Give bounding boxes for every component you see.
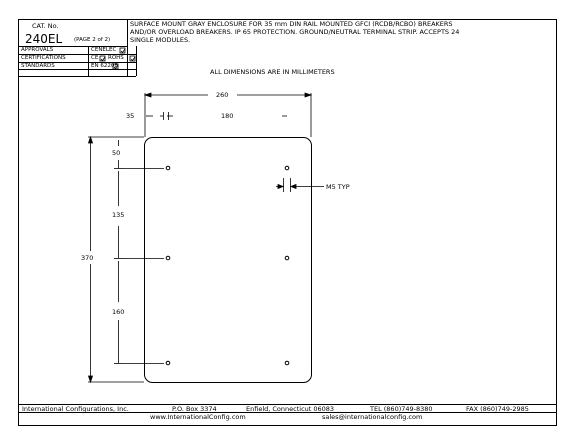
dim-width: 260	[216, 91, 229, 99]
cat-number: 240EL	[25, 32, 63, 46]
description-line-2: AND/OR OVERLOAD BREAKERS. IP 65 PROTECTI…	[130, 28, 460, 36]
description-line-1: SURFACE MOUNT GRAY ENCLOSURE FOR 35 mm D…	[130, 20, 453, 28]
sheet-border	[18, 19, 557, 426]
standards-value: EN 62208	[91, 63, 118, 69]
certifications-label: CERTIFICATIONS	[21, 55, 66, 61]
certifications-value: CE	[91, 55, 99, 61]
cat-label: CAT. No.	[32, 22, 59, 30]
dim-height: 370	[81, 254, 94, 262]
approvals-value: CENELEC	[91, 47, 117, 53]
footer-city: Enfield, Connecticut 06083	[246, 405, 335, 413]
mounting-holes	[165, 165, 290, 366]
dim-vertical-2: 160	[112, 308, 125, 316]
standards-label: STANDARDS	[21, 63, 55, 69]
page-note: (PAGE 2 of 2)	[74, 37, 111, 43]
certifications-value-2: ROHS	[108, 55, 124, 61]
dimensions-note: ALL DIMENSIONS ARE IN MILLIMETERS	[210, 68, 335, 76]
dim-vertical-1: 135	[112, 211, 125, 219]
dim-left-offset: 35	[126, 112, 135, 120]
footer-fax: FAX (860)749-2985	[466, 405, 529, 413]
footer-web: www.InternationalConfig.com	[150, 413, 246, 421]
screw-label: M5 TYP	[326, 183, 350, 191]
footer-po-box: P.O. Box 3374	[172, 405, 217, 413]
dim-top-offset: 50	[112, 149, 121, 157]
footer-company: International Configurations, Inc.	[22, 405, 129, 413]
enclosure-outline	[144, 137, 312, 383]
approvals-label: APPROVALS	[21, 47, 54, 53]
dim-hole-spacing: 180	[221, 112, 234, 120]
footer-email: sales@internationalconfig.com	[322, 413, 423, 421]
description-line-3: SINGLE MODULES.	[130, 36, 191, 44]
footer-tel: TEL (860)749-8380	[370, 405, 433, 413]
